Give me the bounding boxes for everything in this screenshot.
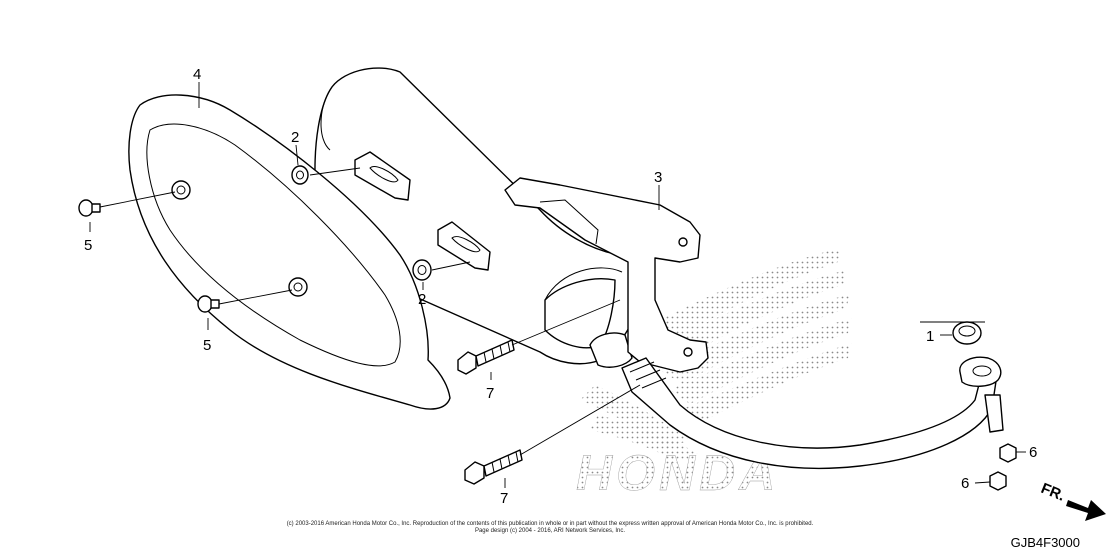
callout-1: 1 bbox=[926, 328, 934, 345]
leader-lines bbox=[89, 82, 1026, 488]
callout-2-lower: 2 bbox=[418, 291, 426, 308]
gasket bbox=[952, 321, 982, 345]
callout-3: 3 bbox=[654, 169, 662, 186]
honda-wing-watermark bbox=[580, 248, 852, 462]
arrow-icon bbox=[1066, 500, 1106, 521]
copyright-line-2: Page design (c) 2004 - 2016, ARI Network… bbox=[474, 528, 626, 534]
callout-7-upper: 7 bbox=[486, 385, 494, 402]
bolts bbox=[457, 339, 523, 485]
callout-6-upper: 6 bbox=[1029, 444, 1037, 461]
copyright-notice: (c) 2003-2016 American Honda Motor Co., … bbox=[230, 521, 870, 535]
direction-label: FR. bbox=[1039, 480, 1068, 505]
callout-2-upper: 2 bbox=[291, 129, 299, 146]
callout-5-lower: 5 bbox=[203, 337, 211, 354]
callout-5-left: 5 bbox=[84, 237, 92, 254]
callout-7-lower: 7 bbox=[500, 490, 508, 507]
muffler-bracket bbox=[504, 177, 709, 373]
grommets bbox=[291, 165, 432, 281]
screws bbox=[78, 199, 220, 313]
front-direction-arrow: FR. bbox=[1039, 480, 1106, 521]
exhaust-pipe bbox=[621, 321, 1004, 470]
nuts bbox=[989, 443, 1017, 491]
callout-4: 4 bbox=[193, 66, 201, 83]
callout-6-lower: 6 bbox=[961, 475, 969, 492]
muffler-protector bbox=[128, 94, 451, 410]
muffler bbox=[314, 67, 641, 368]
diagram-code: GJB4F3000 bbox=[1010, 535, 1080, 550]
callout-labels: 4 2 2 3 5 5 7 7 1 6 6 bbox=[84, 66, 1037, 507]
copyright-line-1: (c) 2003-2016 American Honda Motor Co., … bbox=[286, 521, 814, 527]
